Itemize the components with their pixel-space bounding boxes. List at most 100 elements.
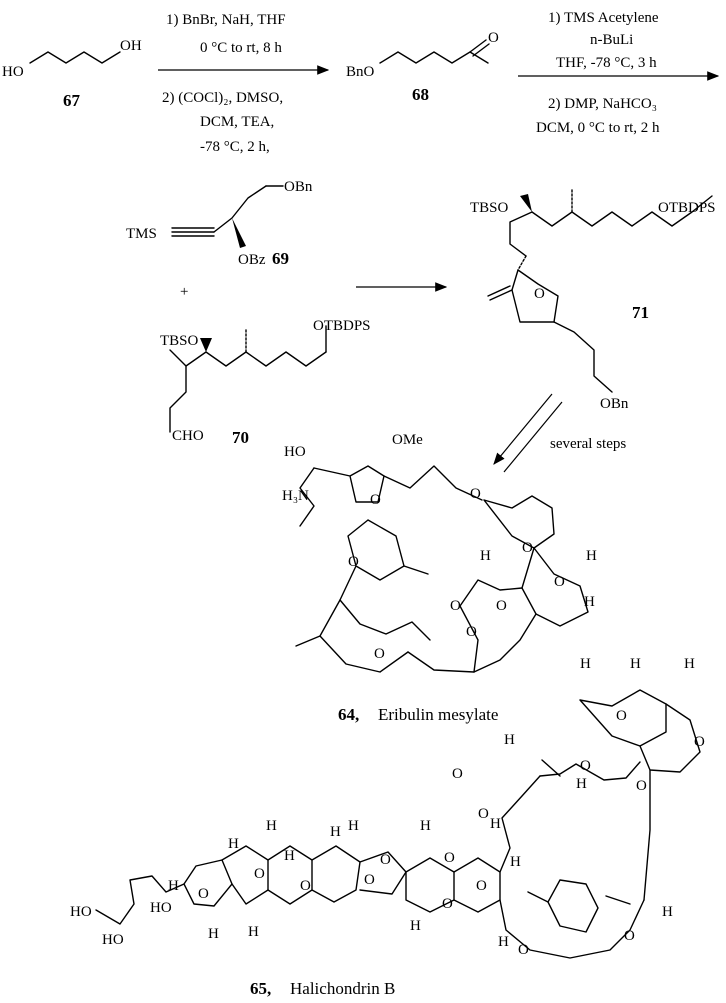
compound-65-carbonyl [541,759,561,777]
compound-71-upper-chain [509,211,533,257]
compound-70-wedge [200,338,212,352]
compound-65-label: O [624,928,635,944]
compound-64-amino-chain [299,467,315,527]
compound-65-label: O [580,758,591,774]
compound-64-label: O [522,540,533,556]
compound-69-label: OBn [284,179,313,195]
compound-70-number: 70 [232,428,249,447]
compound-65-pyran-a [221,845,269,905]
compound-65-label: H [576,776,587,792]
compound-64-label: O [466,624,477,640]
compound-68: O BnO 68 [346,30,499,104]
compound-70-chain-2 [185,351,327,367]
compound-65-lower-ring [547,879,599,933]
compound-64-label: O [370,492,381,508]
compound-64-label: O [348,554,359,570]
compound-64-number: 64, [338,705,359,724]
compound-71-number: 71 [632,303,649,322]
compound-67-number: 67 [63,91,81,110]
compound-71-exo-methylene [487,285,511,297]
compound-64-core [459,579,523,673]
compound-65-label: O [254,866,265,882]
compound-65-pyran-e [453,857,501,913]
compound-71-label: TBSO [470,200,509,216]
compound-64-label: O [470,486,481,502]
compound-71: TBSO OTBDPS O OBn 71 [470,189,716,412]
compound-64-thf-ring-2 [319,599,409,673]
compound-68-oxygen: O [488,30,499,46]
compound-65-right-chain [643,769,651,901]
compound-64-macrocycle [339,565,431,641]
compound-65-number: 65, [250,979,271,998]
step1-condition: -78 °C, 2 h, [200,139,270,155]
step2-condition: DCM, 0 °C to rt, 2 h [536,120,660,136]
compound-71-label: OTBDPS [658,200,716,216]
compound-65-label: HO [150,900,172,916]
compound-70-label: OTBDPS [313,318,371,334]
compound-65-label: H [420,818,431,834]
step1-condition: 0 °C to rt, 8 h [200,40,282,56]
compound-64-exo-methylene-2 [295,635,321,647]
compound-65-label: H [248,924,259,940]
compound-64-bridge [407,613,537,673]
step2-condition: THF, -78 °C, 3 h [556,55,657,71]
step2-condition: 1) TMS Acetylene [548,10,659,26]
compound-69-wedge [232,218,246,248]
compound-71-label: OBn [600,396,629,412]
compound-64-label: O [554,574,565,590]
compound-65-label: O [452,766,463,782]
compound-65-label: H [410,918,421,934]
compound-65-label: O [380,852,391,868]
compound-65-name: Halichondrin B [290,979,395,998]
plus-sign: + [180,284,188,300]
compound-67-label: OH [120,38,142,54]
compound-65-label: H [330,824,341,840]
compound-68-chain [379,51,489,64]
compound-64-exo-methylene [403,565,429,575]
compound-65-upper-cage [579,689,667,747]
compound-65-label: O [518,942,529,958]
step1-condition: 1) BnBr, NaH, THF [166,12,286,28]
compound-70-label: TBSO [160,333,199,349]
compound-71-side-chain [531,195,713,227]
compound-70-chain-1 [169,349,187,433]
compound-71-wedge [520,194,532,212]
compound-64-label: HO [284,444,306,460]
compound-64: HO OMe H₃N O O O H H O O O H O O O 64, E… [282,432,597,724]
compound-64-name: Eribulin mesylate [378,705,498,724]
compound-65-macrocycle-bottom [499,899,645,959]
compound-64-cage [521,547,589,627]
compound-69-number: 69 [272,249,289,268]
reaction-step-2: 1) TMS Acetylene n-BuLi THF, -78 °C, 3 h… [518,10,720,136]
compound-65-label: H [630,656,641,672]
compound-64-pyran-1 [483,495,555,549]
compound-70-label: CHO [172,428,204,444]
compound-64-label: O [374,646,385,662]
compound-65-upper-cage-2 [639,703,701,773]
compound-68-number: 68 [412,85,429,104]
compound-65-label: HO [70,904,92,920]
compound-65-label: H [490,816,501,832]
compound-64-label: O [450,598,461,614]
compound-67: HO OH 67 [2,38,142,110]
reaction-step-4: several steps [493,393,626,473]
compound-71-red-bond [517,255,527,271]
compound-65-label: H [662,904,673,920]
compound-71-label: O [534,286,545,302]
compound-65-label: H [168,878,179,894]
compound-69: TMS OBn OBz 69 [126,179,313,268]
compound-69-chain [213,185,267,233]
compound-70: TBSO OTBDPS CHO 70 [160,318,371,447]
compound-65-label: H [684,656,695,672]
compound-65-label: O [300,878,311,894]
compound-65-label: O [198,886,209,902]
compound-65-linker [499,775,541,873]
compound-65-label: H [580,656,591,672]
compound-65-label: H [228,836,239,852]
compound-65-label: H [504,732,515,748]
compound-65-label: O [694,734,705,750]
reaction-arrow-4b [503,401,563,473]
compound-65-pyran-b [267,845,313,905]
compound-68-carbonyl [472,43,490,57]
